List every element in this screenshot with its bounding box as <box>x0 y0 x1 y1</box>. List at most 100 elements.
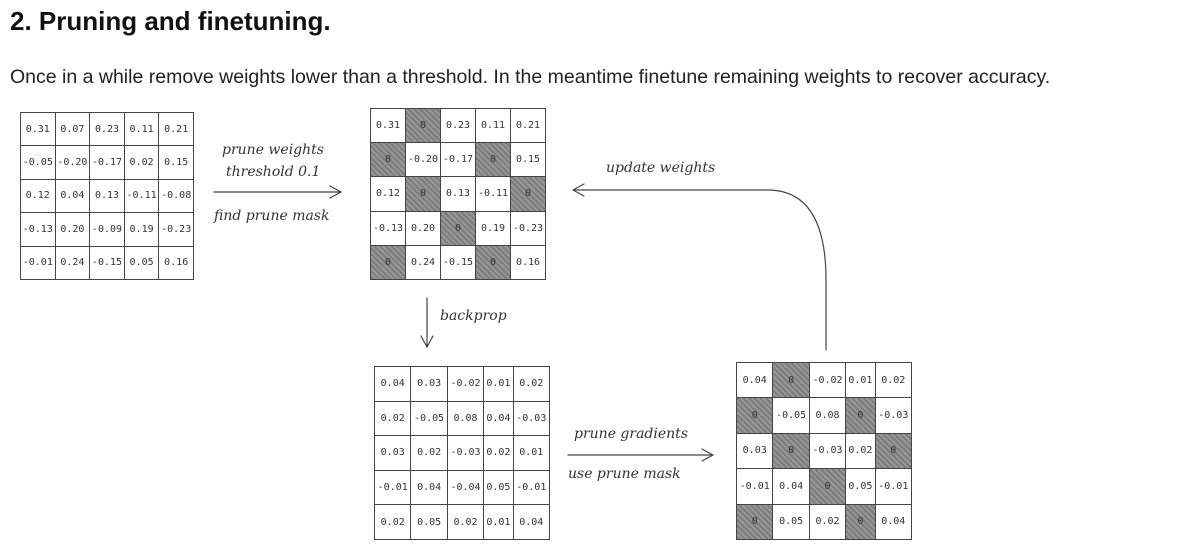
matrix-cell: 0.04 <box>735 361 774 399</box>
matrix-cell: 0 <box>874 432 913 470</box>
matrix-cell: 0.19 <box>123 212 160 247</box>
matrix-cell: 0 <box>808 468 847 505</box>
section-heading: 2. Pruning and finetuning. <box>10 6 331 36</box>
matrix-cell: 0.24 <box>405 244 441 281</box>
matrix-cell: -0.23 <box>158 212 194 247</box>
matrix-cell: 0.11 <box>123 111 160 147</box>
matrix-cell: -0.11 <box>475 176 511 212</box>
backprop-arrow <box>420 297 434 349</box>
matrix-cell: -0.03 <box>512 400 551 437</box>
matrix-cell: 0.04 <box>512 504 551 540</box>
matrix-cell: -0.13 <box>20 212 56 247</box>
matrix-cell: -0.17 <box>440 142 476 178</box>
matrix-cell: 0 <box>845 397 876 434</box>
matrix-cell: -0.04 <box>446 469 485 506</box>
matrix-cell: 0.04 <box>54 178 91 214</box>
matrix-cell: 0.02 <box>123 145 160 180</box>
use-prune-mask-label: use prune mask <box>568 466 681 482</box>
matrix-cell: 0.02 <box>410 435 448 471</box>
matrix-cell: 0.01 <box>483 504 514 540</box>
matrix-cell: 0 <box>510 176 546 212</box>
matrix-cell: -0.08 <box>158 178 194 214</box>
update-weights-label: update weights <box>606 160 716 176</box>
matrix-cell: 0 <box>845 503 876 541</box>
matrix-cell: 0.01 <box>845 361 876 399</box>
matrix-cell: -0.03 <box>874 397 913 434</box>
prune-weights-label: prune weights <box>222 142 324 158</box>
matrix-cell: 0.02 <box>845 432 876 470</box>
matrix-cell: 0 <box>735 503 774 541</box>
matrix-cell: 0.04 <box>373 366 412 402</box>
matrix-cell: 0.16 <box>510 244 546 281</box>
matrix-cell: 0.21 <box>158 111 194 147</box>
update-weights-arrow <box>571 183 827 351</box>
intro-text: Once in a while remove weights lower tha… <box>10 66 1051 88</box>
matrix-cell: -0.01 <box>373 469 412 506</box>
matrix-cell: 0.20 <box>54 212 91 247</box>
matrix-cell: 0.01 <box>512 435 551 471</box>
matrix-cell: 0.02 <box>874 361 913 399</box>
matrix-cell: 0 <box>370 244 406 281</box>
matrix-cell: 0.01 <box>483 366 514 402</box>
matrix-cell: 0 <box>370 142 406 178</box>
matrix-cell: 0.05 <box>483 469 514 506</box>
threshold-label: threshold 0.1 <box>226 164 321 180</box>
matrix-cell: -0.01 <box>874 468 913 505</box>
matrix-cell: 0 <box>475 244 511 281</box>
matrix-cell: 0.13 <box>440 176 476 212</box>
matrix-cell: 0.04 <box>483 400 514 437</box>
matrix-cell: -0.15 <box>89 245 125 281</box>
matrix-cell: -0.09 <box>89 212 125 247</box>
matrix-cell: 0.16 <box>158 245 194 281</box>
matrix-cell: 0.02 <box>373 400 412 437</box>
matrix-cell: 0.05 <box>845 468 876 505</box>
matrix-cell: 0 <box>735 397 774 434</box>
matrix-cell: 0.31 <box>370 107 406 144</box>
matrix-cell: -0.01 <box>735 468 774 505</box>
matrix-cell: 0.04 <box>874 503 913 541</box>
matrix-cell: 0.20 <box>405 210 441 246</box>
matrix-cell: -0.01 <box>512 469 551 506</box>
matrix-cell: -0.01 <box>20 245 56 281</box>
prune-gradients-arrow <box>567 448 715 462</box>
prune-weights-arrow <box>213 185 343 199</box>
matrix-cell: 0.02 <box>373 504 412 540</box>
matrix-cell: 0.03 <box>735 432 774 470</box>
matrix-cell: 0 <box>772 432 810 470</box>
matrix-cell: 0.05 <box>410 504 448 540</box>
backprop-label: backprop <box>440 308 507 324</box>
matrix-cell: 0.02 <box>808 503 847 541</box>
find-prune-mask-label: find prune mask <box>214 208 330 224</box>
matrix-cell: 0.02 <box>483 435 514 471</box>
matrix-cell: -0.03 <box>808 432 847 470</box>
matrix-cell: -0.15 <box>440 244 476 281</box>
matrix-cell: -0.05 <box>410 400 448 437</box>
matrix-cell: -0.05 <box>772 397 810 434</box>
matrix-cell: 0 <box>440 210 476 246</box>
matrix-cell: 0.21 <box>510 107 546 144</box>
matrix-cell: 0.05 <box>772 503 810 541</box>
prune-gradients-label: prune gradients <box>574 426 688 442</box>
